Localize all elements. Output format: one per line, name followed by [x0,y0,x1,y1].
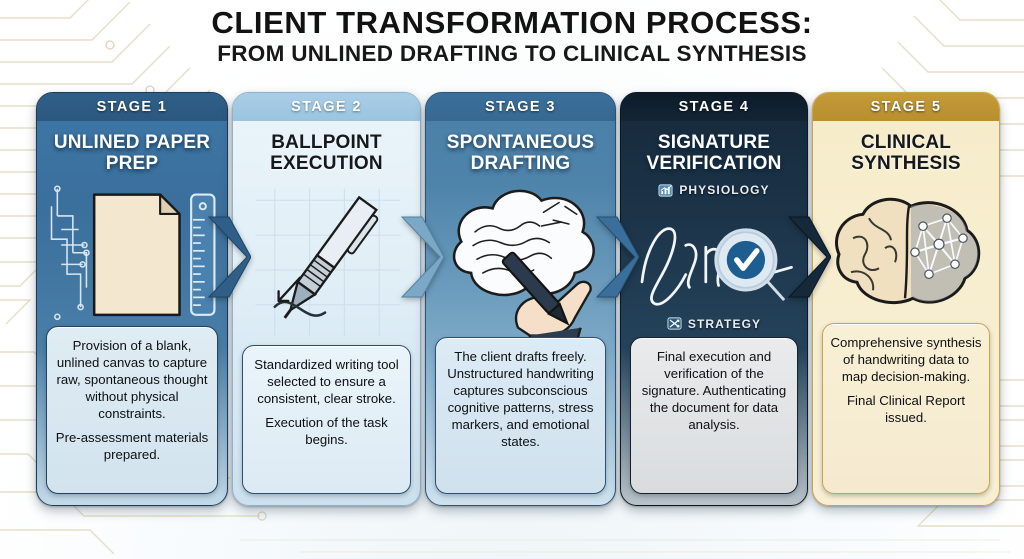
stage-title-1: UNLINED PAPER PREP [53,132,211,175]
stage-body-2-p1: Standardized writing tool selected to en… [254,357,399,407]
stage-body-3-p1: The client drafts freely. Unstructured h… [447,349,594,450]
stage-body-4-p1: Final execution and verification of the … [641,349,787,433]
stage-body-1-p2: Pre-assessment materials prepared. [55,430,209,463]
chevron-connector-1-2 [207,216,251,298]
stage-title-3: SPONTANEOUS DRAFTING [446,132,595,175]
stage-body-2-p2: Execution of the task begins. [265,415,388,448]
circuit-trace-icon [50,184,90,320]
magnifier-icon [714,227,786,301]
stage-label-strategy-text: STRATEGY [687,316,762,331]
arrow-icon [277,276,302,302]
chevron-connector-4-5 [787,216,831,298]
chevron-connector-3-4 [595,216,639,298]
stage-label-physiology-text: PHYSIOLOGY [679,183,770,198]
pen-icon [501,251,570,326]
ruler-icon [190,193,216,316]
stage-title-4: SIGNATURE VERIFICATION [646,132,782,175]
stage-badge-3: STAGE 3 [426,93,615,121]
stage-cards-row: STAGE 1 UNLINED PAPER PREP [0,92,1024,512]
blank-paper-icon [92,192,181,316]
crossed-arrows-icon [667,317,682,330]
stage-body-1: Provision of a blank, unlined canvas to … [46,326,218,494]
stage-illustration-3 [426,181,615,350]
stage-body-1-p1: Provision of a blank, unlined canvas to … [56,338,208,422]
stage-title-5: CLINICAL SYNTHESIS [851,132,961,175]
stage-badge-2: STAGE 2 [233,93,420,121]
stage-badge-1: STAGE 1 [37,93,227,121]
title-line-1: CLIENT TRANSFORMATION PROCESS: [211,5,813,40]
stage-body-4: Final execution and verification of the … [630,337,798,494]
stage-body-5: Comprehensive synthesis of handwriting d… [822,323,990,494]
stage-illustration-2 [233,181,420,345]
grid-lines-icon [255,188,401,336]
stage-badge-4: STAGE 4 [621,93,807,121]
stage-body-2: Standardized writing tool selected to en… [242,345,411,494]
stage-label-physiology: PHYSIOLOGY [621,183,807,198]
stage-body-3: The client drafts freely. Unstructured h… [435,337,606,494]
stage-card-4[interactable]: STAGE 4 SIGNATURE VERIFICATION PHYSIOLOG… [620,92,808,506]
chevron-connector-2-3 [400,216,444,298]
stage-title-2: BALLPOINT EXECUTION [270,132,383,175]
bar-chart-icon [658,183,673,197]
stage-card-5[interactable]: STAGE 5 CLINICAL SYNTHESIS [812,92,1000,506]
stage-card-1[interactable]: STAGE 1 UNLINED PAPER PREP [36,92,228,506]
stage-label-strategy: STRATEGY [621,316,807,331]
network-dots-icon [910,212,968,279]
ballpoint-pen-icon [283,195,379,319]
check-badge-icon [716,229,776,290]
title-line-2: FROM UNLINED DRAFTING TO CLINICAL SYNTHE… [217,41,807,67]
stage-body-5-p1: Comprehensive synthesis of handwriting d… [830,335,982,385]
page-title: CLIENT TRANSFORMATION PROCESS: FROM UNLI… [0,6,1024,67]
stage-illustration-5 [813,181,999,323]
stage-illustration-4 [621,198,807,316]
stage-card-3[interactable]: STAGE 3 SPONTANEOUS DRAFTING [425,92,616,506]
pen-stroke-icon [273,300,327,317]
stage-illustration-1 [37,181,227,326]
brain-network-icon [835,197,981,304]
stage-badge-5: STAGE 5 [813,93,999,121]
stage-card-2[interactable]: STAGE 2 BALLPOINT EXECUTION [232,92,421,506]
stage-body-5-p2: Final Clinical Report issued. [847,393,965,426]
